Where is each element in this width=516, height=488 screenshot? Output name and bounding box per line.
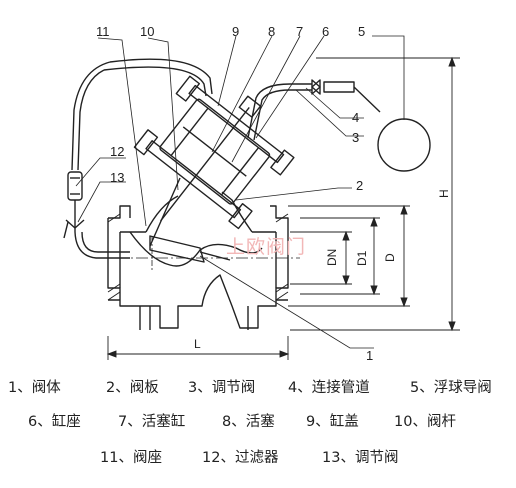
callout-12: 12 <box>110 144 124 159</box>
legend-item-1: 1、阀体 <box>8 380 61 396</box>
leader-11 <box>97 37 147 227</box>
legend-item-4: 4、连接管道 <box>288 380 370 396</box>
callout-6: 6 <box>322 24 329 39</box>
valve-drawing: 1 2 3 4 5 6 7 8 9 10 11 12 13 L H D D1 D… <box>63 24 460 363</box>
callout-11: 11 <box>96 24 110 39</box>
dim-dn-line <box>290 230 352 286</box>
leader-2 <box>235 187 352 201</box>
flange-hatch <box>107 213 289 301</box>
dim-d-line <box>288 204 410 308</box>
leader-1 <box>199 255 374 349</box>
leader-8 <box>211 35 273 153</box>
legend-item-2: 2、阀板 <box>106 380 159 396</box>
legend-item-12: 12、过滤器 <box>202 450 279 466</box>
valve-body <box>107 191 289 330</box>
callout-7: 7 <box>296 24 303 39</box>
callout-9: 9 <box>232 24 239 39</box>
callout-10: 10 <box>140 24 154 39</box>
callout-13: 13 <box>110 170 124 185</box>
callout-5: 5 <box>358 24 365 39</box>
leader-5 <box>372 35 405 120</box>
legend-item-6: 6、缸座 <box>28 414 81 430</box>
connecting-pipe <box>71 58 312 171</box>
dim-l-line <box>106 336 290 360</box>
callout-3: 3 <box>352 130 359 145</box>
legend-item-11: 11、阀座 <box>100 450 162 466</box>
legend-item-8: 8、活塞 <box>222 414 275 430</box>
watermark: 上欧阀门 <box>226 236 307 258</box>
dim-dn-label: DN <box>325 249 339 266</box>
legend-item-9: 9、缸盖 <box>306 414 359 430</box>
leader-12 <box>75 157 126 187</box>
dim-h-line <box>290 56 460 332</box>
legend-item-3: 3、调节阀 <box>188 380 256 396</box>
leader-3 <box>295 89 364 137</box>
leader-9 <box>217 35 237 107</box>
dim-d-label: D <box>383 253 397 262</box>
dim-d1-label: D1 <box>355 250 369 266</box>
piston-cylinder <box>133 75 295 230</box>
filter <box>67 171 83 201</box>
valve-stem <box>149 177 181 247</box>
dim-h-label: H <box>437 189 451 198</box>
float-pilot-valve <box>311 79 431 172</box>
legend-item-5: 5、浮球导阀 <box>410 380 492 396</box>
left-regulating-valve <box>63 200 130 259</box>
legend-item-7: 7、活塞缸 <box>118 414 186 430</box>
callout-4: 4 <box>352 110 359 125</box>
leader-4 <box>305 87 364 119</box>
leader-10 <box>147 37 179 191</box>
dim-l-label: L <box>194 337 201 351</box>
callout-8: 8 <box>268 24 275 39</box>
leader-13 <box>77 181 126 223</box>
leader-7 <box>231 35 301 163</box>
legend-item-13: 13、调节阀 <box>322 450 399 466</box>
callout-1: 1 <box>366 348 373 363</box>
legend-item-10: 10、阀杆 <box>394 414 456 430</box>
dim-d1-line <box>300 216 380 296</box>
callout-2: 2 <box>356 178 363 193</box>
leader-6 <box>255 35 325 139</box>
